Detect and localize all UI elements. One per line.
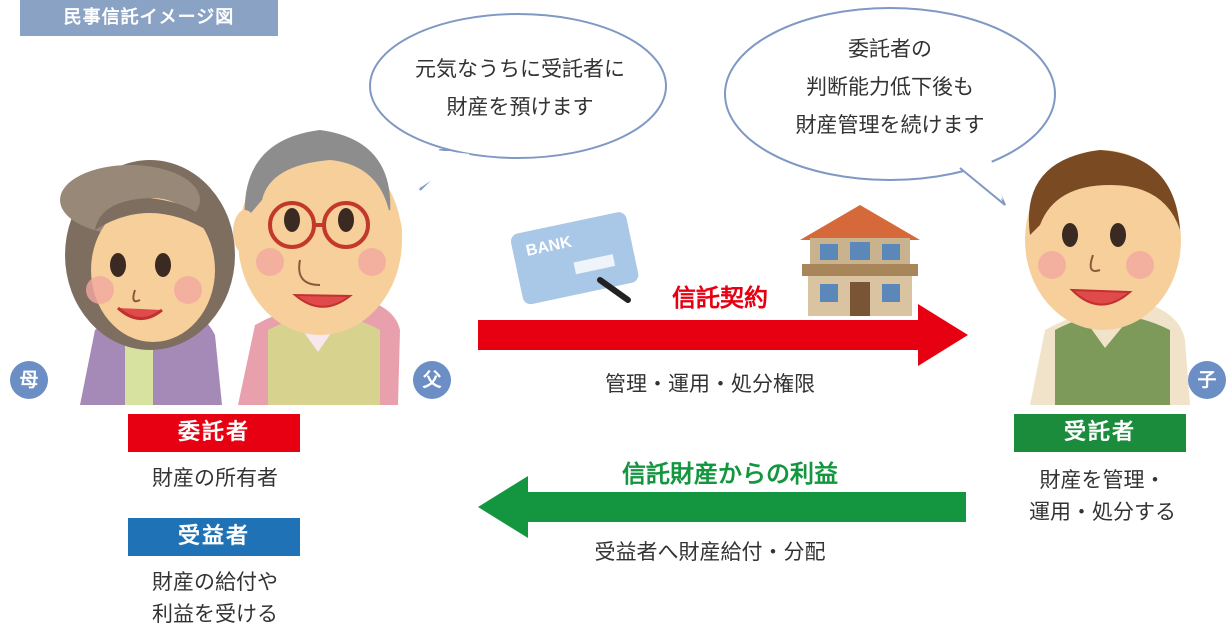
contract-title: 信託契約 bbox=[672, 284, 768, 312]
pen-icon bbox=[597, 277, 631, 303]
house-icon bbox=[800, 205, 920, 316]
mother-badge: 母 bbox=[10, 361, 48, 399]
beneficiary-desc-line: 財産の給付や bbox=[152, 570, 278, 594]
child-badge: 子 bbox=[1188, 361, 1226, 399]
bubble-right-line: 財産管理を続けます bbox=[795, 113, 985, 137]
diagram-title: 民事信託イメージ図 bbox=[20, 0, 278, 36]
trustee-desc-line: 運用・処分する bbox=[1029, 500, 1176, 524]
child-illustration bbox=[1025, 150, 1190, 405]
bubble-left-line: 元気なうちに受託者に bbox=[415, 57, 625, 81]
speech-bubble-left bbox=[369, 13, 667, 191]
contract-arrow bbox=[478, 304, 968, 366]
speech-bubble-right bbox=[724, 7, 1056, 206]
benefit-arrow bbox=[478, 476, 966, 538]
bubble-left-line: 財産を預けます bbox=[446, 95, 594, 119]
beneficiary-desc: 財産の給付や 利益を受ける bbox=[110, 566, 320, 630]
father-badge: 父 bbox=[413, 361, 451, 399]
benefit-title: 信託財産からの利益 bbox=[622, 460, 838, 488]
trustee-desc: 財産を管理・ 運用・処分する bbox=[990, 464, 1215, 528]
speech-bubble-right-text: 委託者の 判断能力低下後も 財産管理を続けます bbox=[745, 30, 1035, 144]
settlor-desc: 財産の所有者 bbox=[152, 466, 278, 490]
bubble-right-line: 判断能力低下後も bbox=[806, 75, 974, 99]
contract-caption: 管理・運用・処分権限 bbox=[605, 372, 815, 396]
beneficiary-label: 受益者 bbox=[128, 518, 300, 556]
beneficiary-desc-line: 利益を受ける bbox=[152, 602, 278, 626]
trustee-desc-line: 財産を管理・ bbox=[1039, 468, 1166, 492]
father-illustration bbox=[233, 130, 402, 405]
mother-illustration bbox=[60, 160, 235, 405]
speech-bubble-left-text: 元気なうちに受託者に 財産を預けます bbox=[385, 50, 655, 126]
trustee-label: 受託者 bbox=[1014, 414, 1186, 452]
benefit-caption: 受益者へ財産給付・分配 bbox=[594, 540, 826, 564]
bubble-right-line: 委託者の bbox=[848, 37, 932, 61]
settlor-label: 委託者 bbox=[128, 414, 300, 452]
